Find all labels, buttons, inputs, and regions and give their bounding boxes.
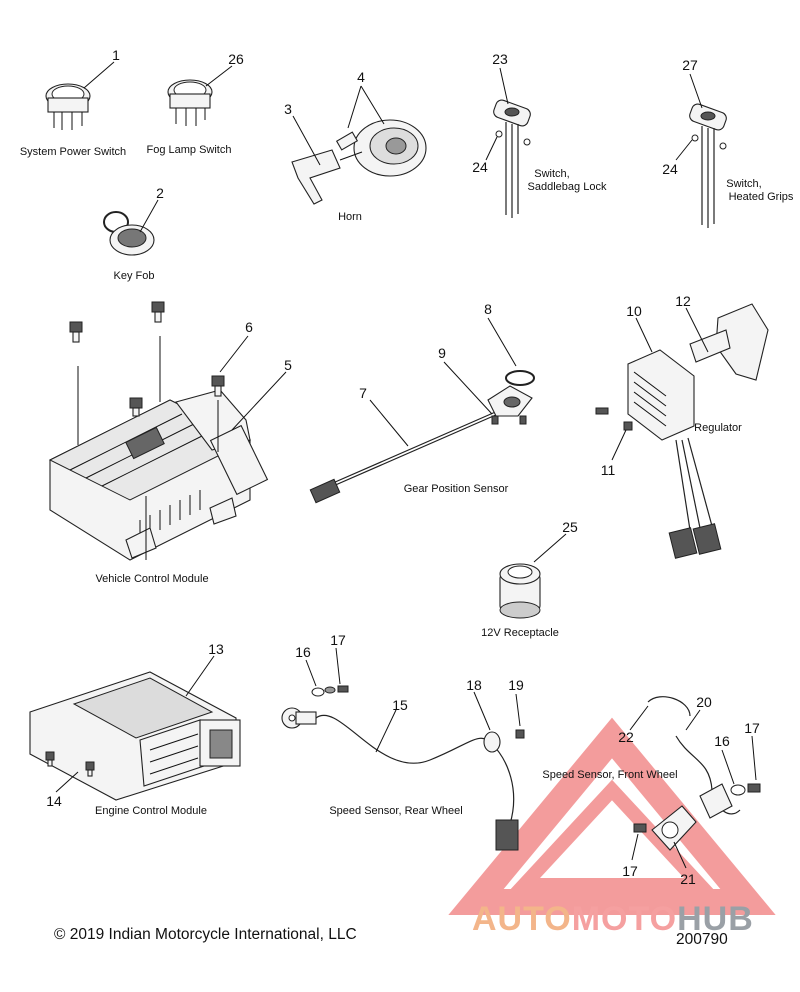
label-12v-receptacle: 12V Receptacle — [481, 627, 559, 639]
callout-20: 20 — [696, 694, 712, 710]
callout-19: 19 — [508, 677, 524, 693]
callout-15: 15 — [392, 697, 408, 713]
label-switch-grips-2: Heated Grips — [729, 191, 794, 203]
speed-sensor-front-illustration — [633, 696, 761, 851]
callout-25: 25 — [562, 519, 578, 535]
watermark-part-3: HUB — [677, 900, 754, 938]
callout-17-left: 17 — [330, 632, 346, 648]
callout-2: 2 — [156, 185, 164, 201]
callout-21: 21 — [680, 871, 696, 887]
footer-copyright: © 2019 Indian Motorcycle International, … — [54, 926, 357, 943]
label-engine-control-module: Engine Control Module — [95, 805, 207, 817]
callout-5: 5 — [284, 357, 292, 373]
callout-8: 8 — [484, 301, 492, 317]
saddlebag-switch-illustration — [493, 99, 531, 218]
callout-16-left: 16 — [295, 644, 311, 660]
watermark-part-1: AUTO — [472, 900, 572, 938]
label-speed-sensor-front: Speed Sensor, Front Wheel — [542, 769, 677, 781]
key-fob-illustration — [103, 211, 155, 256]
callout-1: 1 — [112, 47, 120, 63]
receptacle-illustration — [499, 563, 541, 619]
label-switch-grips-1: Switch, — [726, 178, 761, 190]
vcm-screws — [69, 301, 225, 417]
footer-part-number: 200790 — [676, 931, 728, 948]
label-system-power-switch: System Power Switch — [20, 146, 126, 158]
callout-17-right-bottom: 17 — [622, 863, 638, 879]
callout-26: 26 — [228, 51, 244, 67]
label-key-fob: Key Fob — [114, 270, 155, 282]
label-vehicle-control-module: Vehicle Control Module — [95, 573, 208, 585]
regulator-illustration — [595, 303, 769, 559]
gear-position-sensor-illustration — [309, 370, 535, 504]
callout-27: 27 — [682, 57, 698, 73]
callout-16-right: 16 — [714, 733, 730, 749]
engine-control-module-illustration — [29, 671, 241, 801]
callout-10: 10 — [626, 303, 642, 319]
speed-sensor-rear-illustration — [281, 685, 525, 851]
label-switch-saddlebag-2: Saddlebag Lock — [528, 181, 607, 193]
system-power-switch-illustration — [45, 83, 91, 130]
callout-11: 11 — [601, 462, 616, 478]
vehicle-control-module-illustration — [48, 389, 269, 561]
callout-23: 23 — [492, 51, 508, 67]
callout-13: 13 — [208, 641, 224, 657]
callout-9: 9 — [438, 345, 446, 361]
heated-grips-switch-illustration — [689, 103, 727, 228]
callout-3: 3 — [284, 101, 292, 117]
callout-4: 4 — [357, 69, 365, 85]
label-speed-sensor-rear: Speed Sensor, Rear Wheel — [329, 805, 462, 817]
callout-17-right-top: 17 — [744, 720, 760, 736]
callout-14: 14 — [46, 793, 62, 809]
callout-24-left: 24 — [472, 159, 488, 175]
label-fog-lamp-switch: Fog Lamp Switch — [147, 144, 232, 156]
label-horn: Horn — [338, 211, 362, 223]
label-switch-saddlebag-1: Switch, — [534, 168, 569, 180]
watermark-part-2: MOTO — [571, 900, 678, 938]
horn-illustration — [291, 119, 427, 205]
callout-12: 12 — [675, 293, 691, 309]
callout-24-right: 24 — [662, 161, 678, 177]
fog-lamp-switch-illustration — [167, 79, 213, 126]
label-gear-position-sensor: Gear Position Sensor — [404, 483, 509, 495]
callout-22: 22 — [618, 729, 634, 745]
label-regulator: Regulator — [694, 422, 742, 434]
callout-6: 6 — [245, 319, 253, 335]
callout-18: 18 — [466, 677, 482, 693]
callout-7: 7 — [359, 385, 367, 401]
watermark-logo: AUTOMOTOHUB — [472, 900, 754, 939]
